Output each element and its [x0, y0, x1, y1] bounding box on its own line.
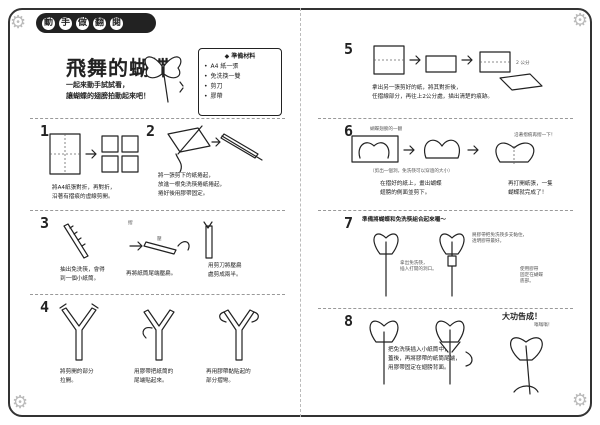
final-assembly-illustration — [369, 320, 473, 385]
materials-box: 準備材料 A4 紙一張 免洗筷一雙 剪刀 膠帶 — [198, 48, 282, 116]
step-note: 將膠帶把免洗筷多支黏住， 透明膠帶最好。 — [472, 233, 528, 244]
step-note: 拿出免洗筷， 插入打開的洞口。 — [400, 261, 437, 272]
step-caption: 在摺好的紙上，畫出蝴蝶 翅膀的側面並剪下。 — [380, 181, 442, 196]
step-note: 壓 — [157, 237, 162, 242]
banner-char: 翻 — [93, 16, 106, 30]
step-number: 6 — [344, 122, 354, 140]
paper-fold-illustration — [49, 133, 139, 175]
step-caption: 再將紙筒尾端壓扁。 — [126, 271, 177, 277]
split-tube-illustration — [59, 303, 259, 361]
step-caption: 再打開紙張，一隻 蝴蝶就完成了！ — [508, 181, 553, 196]
butterfly-icon — [510, 337, 543, 395]
step-caption: 再用膠帶黏貼起的 部分摺彎。 — [206, 369, 251, 384]
step-caption: 拿出另一張剪好的紙，將其對折後， 任摺線部分，再往上2公分處，描出清楚的痕跡。 — [372, 85, 494, 100]
page-subtitle: 一起來動手試試看， 讓蝴蝶的翅膀拍動起來吧！ — [66, 81, 150, 100]
gear-icon: ⚙ — [572, 390, 589, 411]
roll-paper-illustration — [167, 125, 263, 173]
done-label: 大功告成！ — [502, 312, 542, 321]
step-note: （剪出一個洞，免洗筷可以穿過的大小） — [370, 169, 453, 174]
material-item: 剪刀 — [204, 82, 276, 92]
page-fold — [300, 8, 301, 417]
cut-wings-illustration — [351, 135, 535, 164]
banner-char: 做 — [76, 16, 89, 30]
step-number: 4 — [40, 298, 50, 316]
banner-char: 動 — [42, 16, 55, 30]
divider — [30, 118, 285, 119]
step-note: 2 公分 — [516, 61, 530, 66]
step-note: 使用膠帶 固定在蝴蝶 底部。 — [520, 267, 543, 284]
fold-measure-illustration — [373, 45, 511, 75]
material-item: A4 紙一張 — [204, 62, 276, 72]
materials-title: 準備材料 — [204, 52, 276, 62]
step-number: 1 — [40, 122, 50, 140]
gear-icon: ⚙ — [572, 10, 589, 31]
attach-stick-illustration — [373, 233, 465, 297]
divider — [318, 118, 573, 119]
step-note: 嗡嗡嗡！ — [534, 323, 553, 328]
banner-char: 手 — [59, 16, 72, 30]
divider — [318, 210, 573, 211]
butterfly-icon — [144, 56, 184, 103]
section-banner: 動 手 做 翻 閱 — [36, 13, 156, 33]
step-caption: 用剪刀將壓扁 處剪成兩半。 — [208, 263, 242, 278]
paper-angle-illustration — [499, 73, 543, 91]
divider — [30, 210, 285, 211]
step-number: 5 — [344, 40, 354, 58]
step-caption: 將A4紙張對折，再對折， 沿著有摺痕的虛線剪開。 — [52, 185, 116, 200]
step-number: 8 — [344, 312, 354, 330]
tube-illustration — [63, 221, 213, 259]
divider — [318, 308, 573, 309]
step-caption: 抽出免洗筷，會得 到一個小紙筒。 — [60, 267, 105, 282]
step-note: 沿著摺痕再摺一下！ — [514, 133, 556, 138]
step-caption: 把免洗筷插入小紙筒中， 蓋後，再將膠帶的紙筒尾端， 用膠帶固定在翅膀背面。 — [388, 347, 461, 371]
step-number: 3 — [40, 214, 50, 232]
step-note: 蝴蝶翅膀的一翻 — [370, 127, 403, 132]
material-item: 膠帶 — [204, 92, 276, 102]
step-number: 2 — [146, 122, 156, 140]
banner-char: 閱 — [110, 16, 123, 30]
step-caption: 將剪開的部分 拉開。 — [60, 369, 94, 384]
step-caption: 用膠帶把紙筒的 尾端貼起來。 — [134, 369, 174, 384]
material-item: 免洗筷一雙 — [204, 72, 276, 82]
step-number: 7 — [344, 214, 354, 232]
step-caption: 將一張剪下的紙捲起， 放進一根免洗筷捲紙捲起， 捲好後用膠帶固定。 — [158, 173, 226, 197]
gear-icon: ⚙ — [10, 12, 27, 33]
divider — [30, 294, 285, 295]
step-note: 摺 — [128, 221, 133, 226]
step-heading: 準備將蝴蝶和免洗筷組合起來囉～ — [362, 217, 446, 223]
gear-icon: ⚙ — [12, 392, 29, 413]
